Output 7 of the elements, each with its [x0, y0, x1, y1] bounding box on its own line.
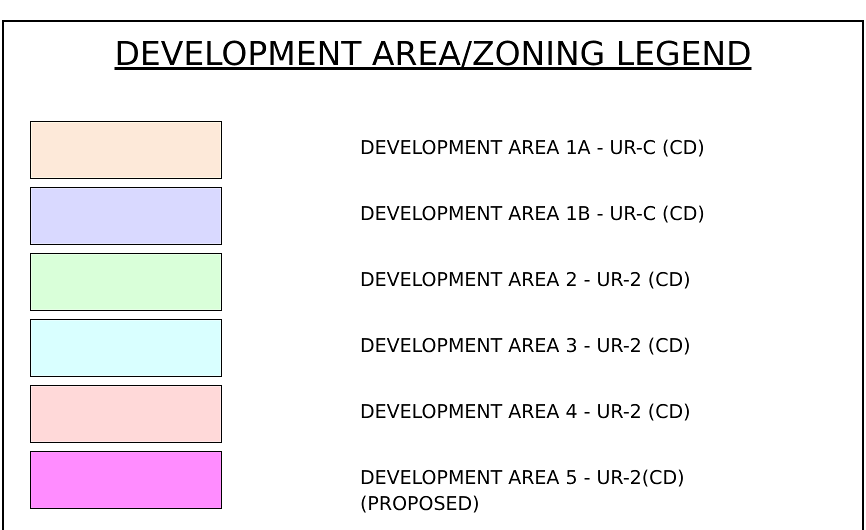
- legend-label: DEVELOPMENT AREA 1A - UR-C (CD): [360, 136, 706, 161]
- legend-label: DEVELOPMENT AREA 2 - UR-2 (CD): [360, 268, 692, 293]
- legend-label: DEVELOPMENT AREA 3 - UR-2 (CD): [360, 334, 692, 359]
- legend-label: DEVELOPMENT AREA 5 - UR-2(CD) (PROPOSED): [360, 466, 686, 517]
- legend-label: DEVELOPMENT AREA 4 - UR-2 (CD): [360, 400, 692, 425]
- legend-title: DEVELOPMENT AREA/ZONING LEGEND: [114, 34, 752, 74]
- legend-label: DEVELOPMENT AREA 1B - UR-C (CD): [360, 202, 706, 227]
